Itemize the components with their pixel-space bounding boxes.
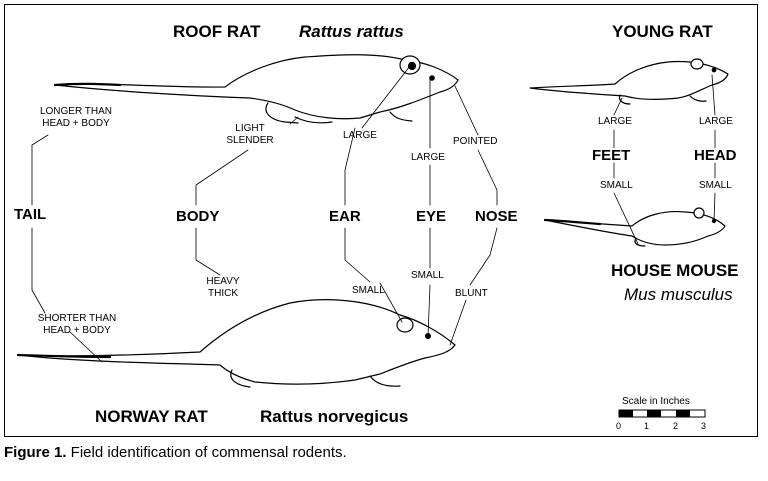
roof-rat-drawing <box>53 54 459 124</box>
nose-bottom-label: BLUNT <box>455 288 488 299</box>
norway-rat-title: NORWAY RAT <box>95 407 208 426</box>
eye-label: EYE <box>416 208 447 225</box>
figure-frame <box>4 4 758 437</box>
eye-bottom-label: SMALL <box>411 270 444 281</box>
scale-bar <box>618 409 706 418</box>
roof-rat-scientific: Rattus rattus <box>299 22 404 41</box>
caption-text: Field identification of commensal rodent… <box>66 444 347 461</box>
scale-tick-1: 1 <box>644 421 650 431</box>
connector-lines <box>31 65 716 363</box>
roof-rat-title: ROOF RAT <box>173 22 261 41</box>
young-rat-drawing <box>529 58 729 105</box>
ear-bottom-label: SMALL <box>352 285 385 296</box>
house-mouse-drawing <box>543 207 726 247</box>
tail-bottom-label: SHORTER THAN HEAD + BODY <box>37 313 117 336</box>
body-label: BODY <box>176 208 220 225</box>
norway-rat-drawing <box>16 299 456 388</box>
tail-label: TAIL <box>14 206 47 223</box>
scale-title: Scale in Inches <box>622 396 690 407</box>
feet-label: FEET <box>592 147 631 164</box>
head-bottom-label: SMALL <box>699 180 732 191</box>
norway-rat-scientific: Rattus norvegicus <box>260 407 409 426</box>
eye-top-label: LARGE <box>411 152 445 163</box>
young-rat-title: YOUNG RAT <box>612 22 713 41</box>
head-label: HEAD <box>694 147 737 164</box>
scale-tick-2: 2 <box>673 421 679 431</box>
head-top-label: LARGE <box>699 116 733 127</box>
scale-tick-0: 0 <box>616 421 622 431</box>
body-bottom-label: HEAVY THICK <box>206 276 240 299</box>
house-mouse-title: HOUSE MOUSE <box>611 261 739 280</box>
feet-top-label: LARGE <box>598 116 632 127</box>
feet-bottom-label: SMALL <box>600 180 633 191</box>
scale-tick-3: 3 <box>701 421 707 431</box>
nose-top-label: POINTED <box>453 136 498 147</box>
house-mouse-scientific: Mus musculus <box>624 285 733 304</box>
body-top-label: LIGHT SLENDER <box>226 123 274 146</box>
nose-label: NOSE <box>475 208 518 225</box>
ear-label: EAR <box>329 208 361 225</box>
ear-top-label: LARGE <box>343 130 377 141</box>
tail-top-label: LONGER THAN HEAD + BODY <box>39 106 113 129</box>
caption-label: Figure 1. <box>4 444 67 461</box>
figure-caption: Figure 1. Field identification of commen… <box>4 444 347 461</box>
